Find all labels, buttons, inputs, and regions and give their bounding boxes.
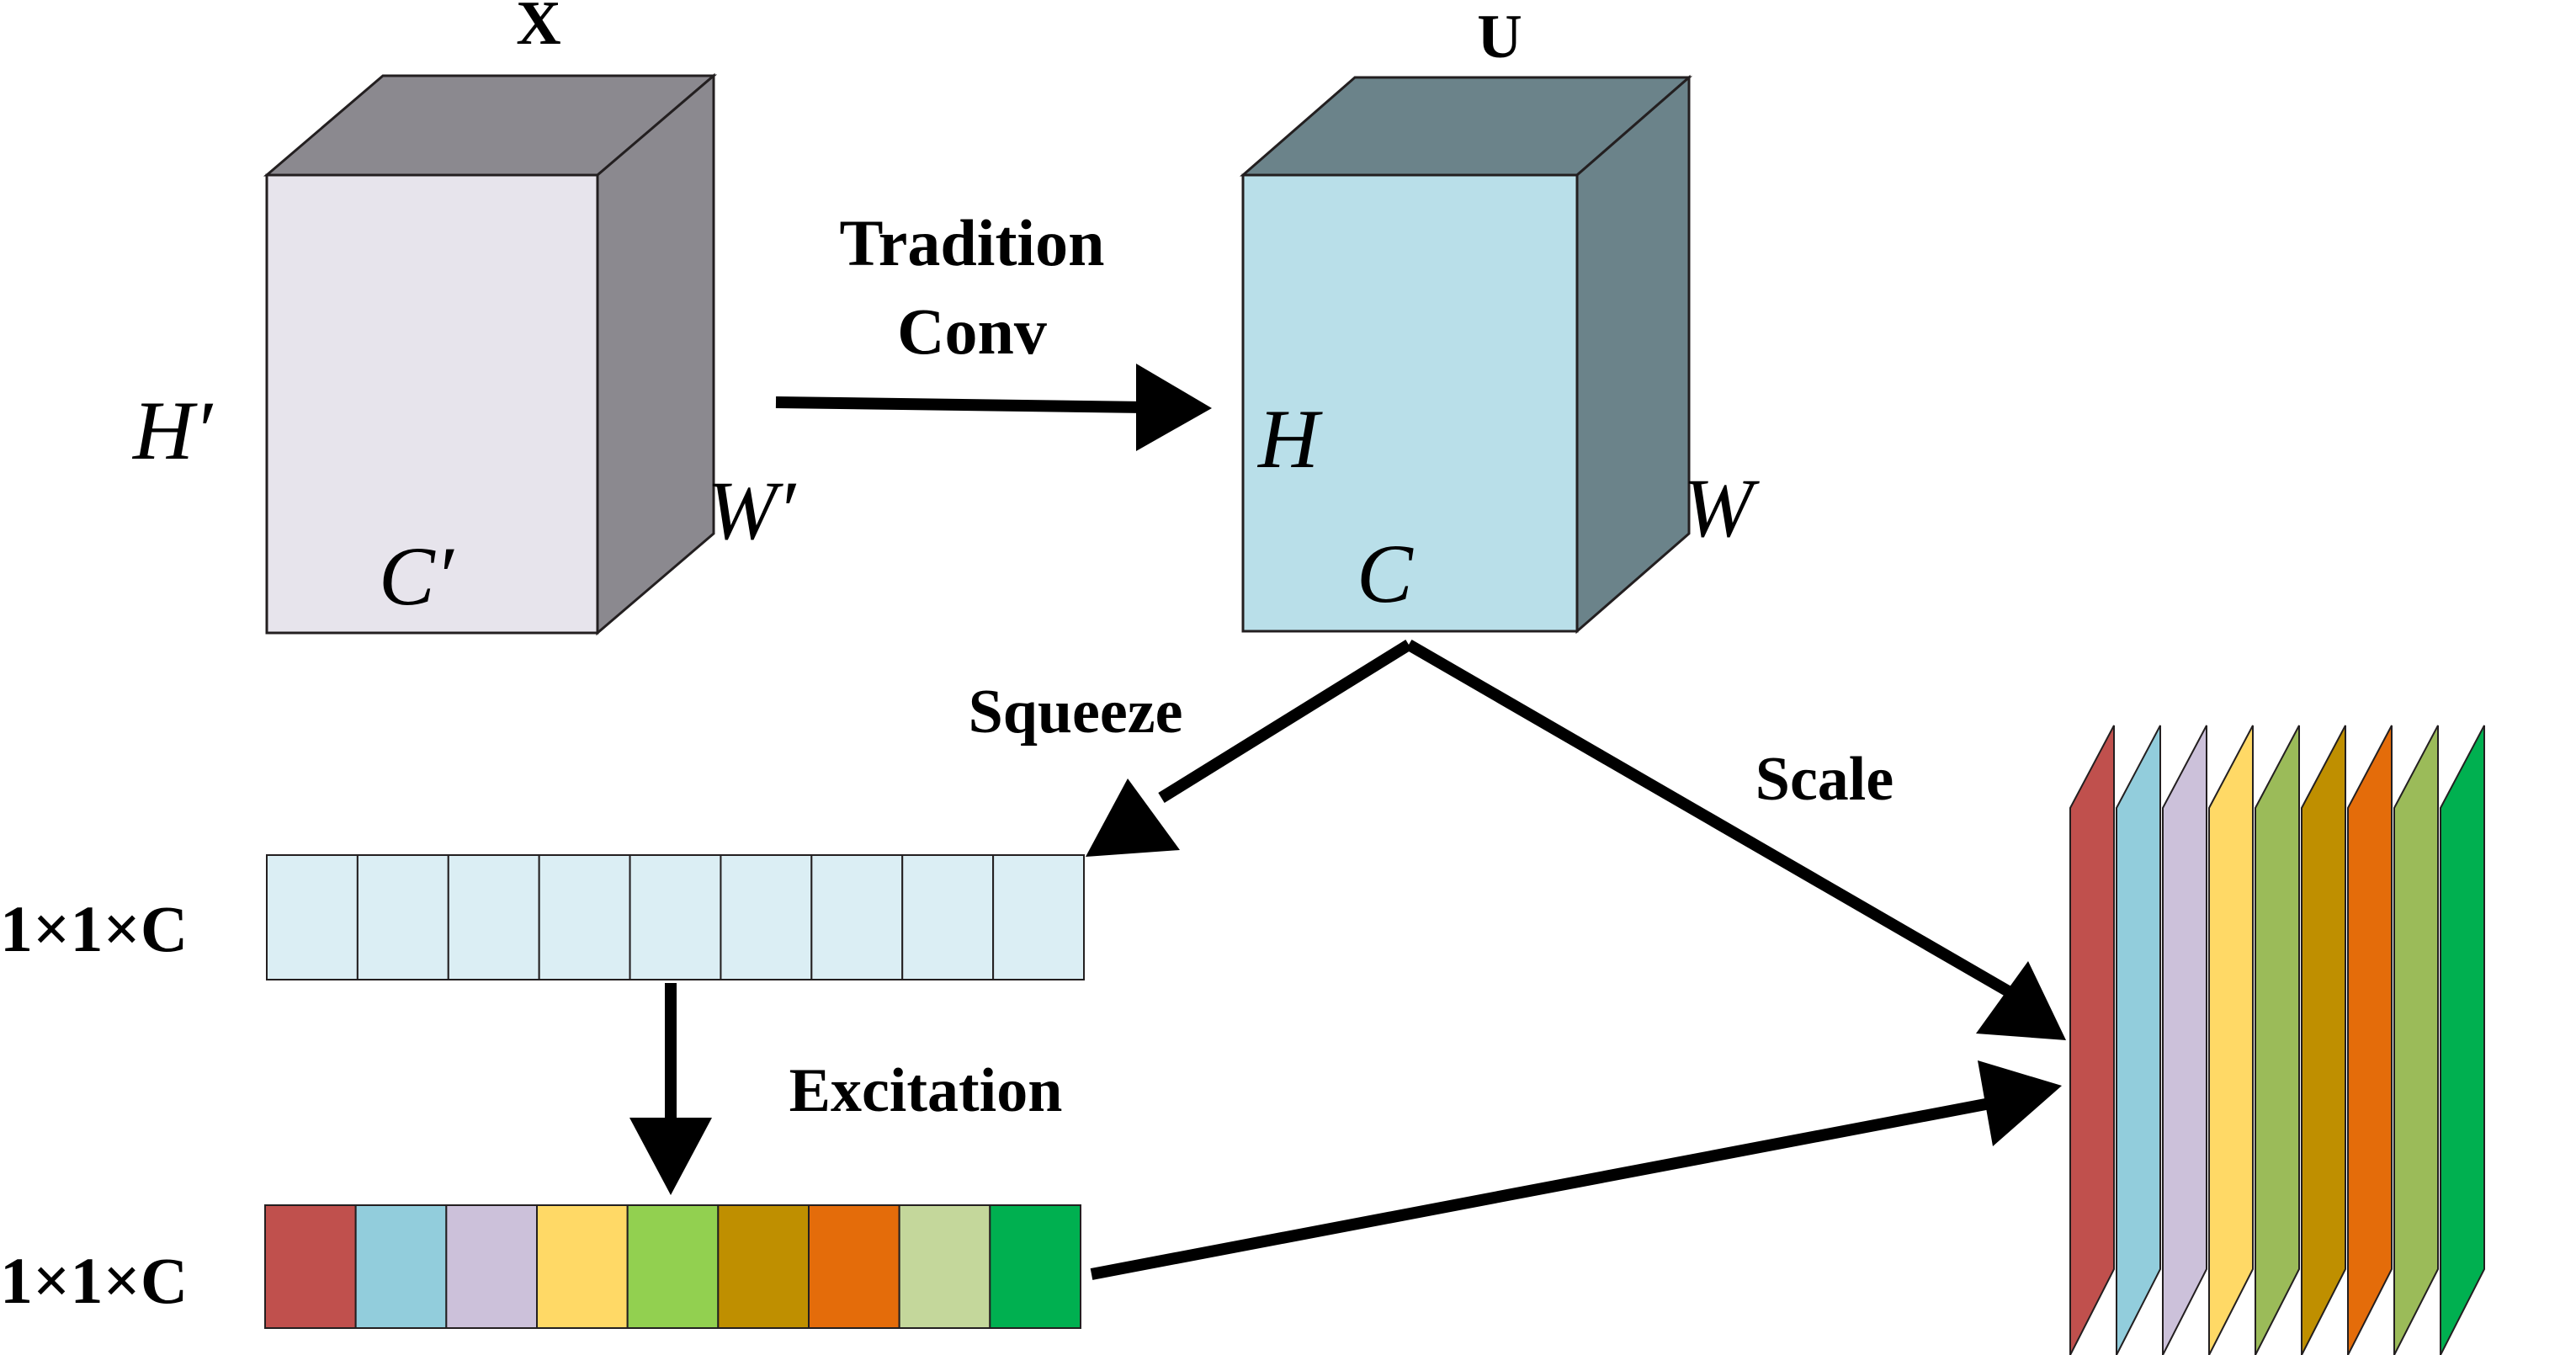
squeeze-label: Squeeze: [969, 678, 1183, 747]
output-slice: [2069, 725, 2115, 1355]
tensor-u-title: U: [1477, 3, 1522, 72]
tensor-x-height-label: H′: [131, 384, 214, 477]
excitation-vector: [264, 1204, 1082, 1329]
reweight-arrow: [1090, 1060, 2062, 1280]
excitation-cell: [626, 1204, 720, 1329]
excitation-cell: [989, 1204, 1082, 1329]
tensor-x-front-face: [265, 173, 599, 635]
excitation-vector-label: 1×1×C: [0, 1244, 188, 1317]
output-slice: [2347, 725, 2393, 1355]
squeeze-cell: [356, 854, 449, 980]
excitation-cell: [717, 1204, 810, 1329]
output-slice: [2301, 725, 2346, 1355]
tensor-u-channel-label: C: [1357, 527, 1414, 620]
squeeze-cell: [901, 854, 995, 980]
excitation-cell: [808, 1204, 900, 1329]
conv-arrow: Tradition Conv: [775, 206, 1212, 451]
excitation-arrow: Excitation: [629, 983, 1062, 1195]
tensor-u-height-label: H: [1256, 392, 1323, 486]
squeeze-cell: [629, 854, 722, 980]
output-slice: [2162, 725, 2207, 1355]
tensor-x-side-face: [596, 72, 715, 636]
output-slice: [2208, 725, 2254, 1355]
output-slice: [2440, 725, 2485, 1355]
output-slice: [2116, 725, 2161, 1355]
squeeze-vector: [266, 854, 1085, 980]
tensor-x-channel-label: C′: [379, 529, 455, 623]
tensor-u-side-face: [1575, 74, 1691, 635]
squeeze-cell: [266, 854, 359, 980]
conv-label-line2: Conv: [897, 295, 1047, 368]
excitation-label: Excitation: [789, 1056, 1063, 1125]
conv-label-line1: Tradition: [840, 206, 1105, 279]
squeeze-cell: [447, 854, 540, 980]
tensor-x-width-label: W′: [707, 464, 797, 557]
tensor-x-title: X: [516, 0, 560, 58]
squeeze-vector-label: 1×1×C: [0, 892, 188, 965]
squeeze-cell: [810, 854, 904, 980]
squeeze-cell: [992, 854, 1085, 980]
excitation-cell: [536, 1204, 629, 1329]
squeeze-cell: [720, 854, 813, 980]
tensor-x: X H′ C′ W′: [131, 0, 797, 636]
scale-label: Scale: [1755, 745, 1893, 814]
excitation-cell: [264, 1204, 357, 1329]
squeeze-cell: [538, 854, 631, 980]
output-feature-stack: [2069, 725, 2485, 1355]
tensor-u: U H C W: [1239, 3, 1760, 635]
excitation-cell: [898, 1204, 991, 1329]
output-slice: [2255, 725, 2300, 1355]
output-slice: [2393, 725, 2439, 1355]
tensor-u-width-label: W: [1683, 461, 1760, 555]
excitation-cell: [354, 1204, 448, 1329]
scale-arrow: Scale: [1405, 639, 2066, 1040]
excitation-cell: [445, 1204, 538, 1329]
tensor-u-front-face: [1241, 173, 1579, 633]
squeeze-arrow: Squeeze: [969, 640, 1412, 857]
